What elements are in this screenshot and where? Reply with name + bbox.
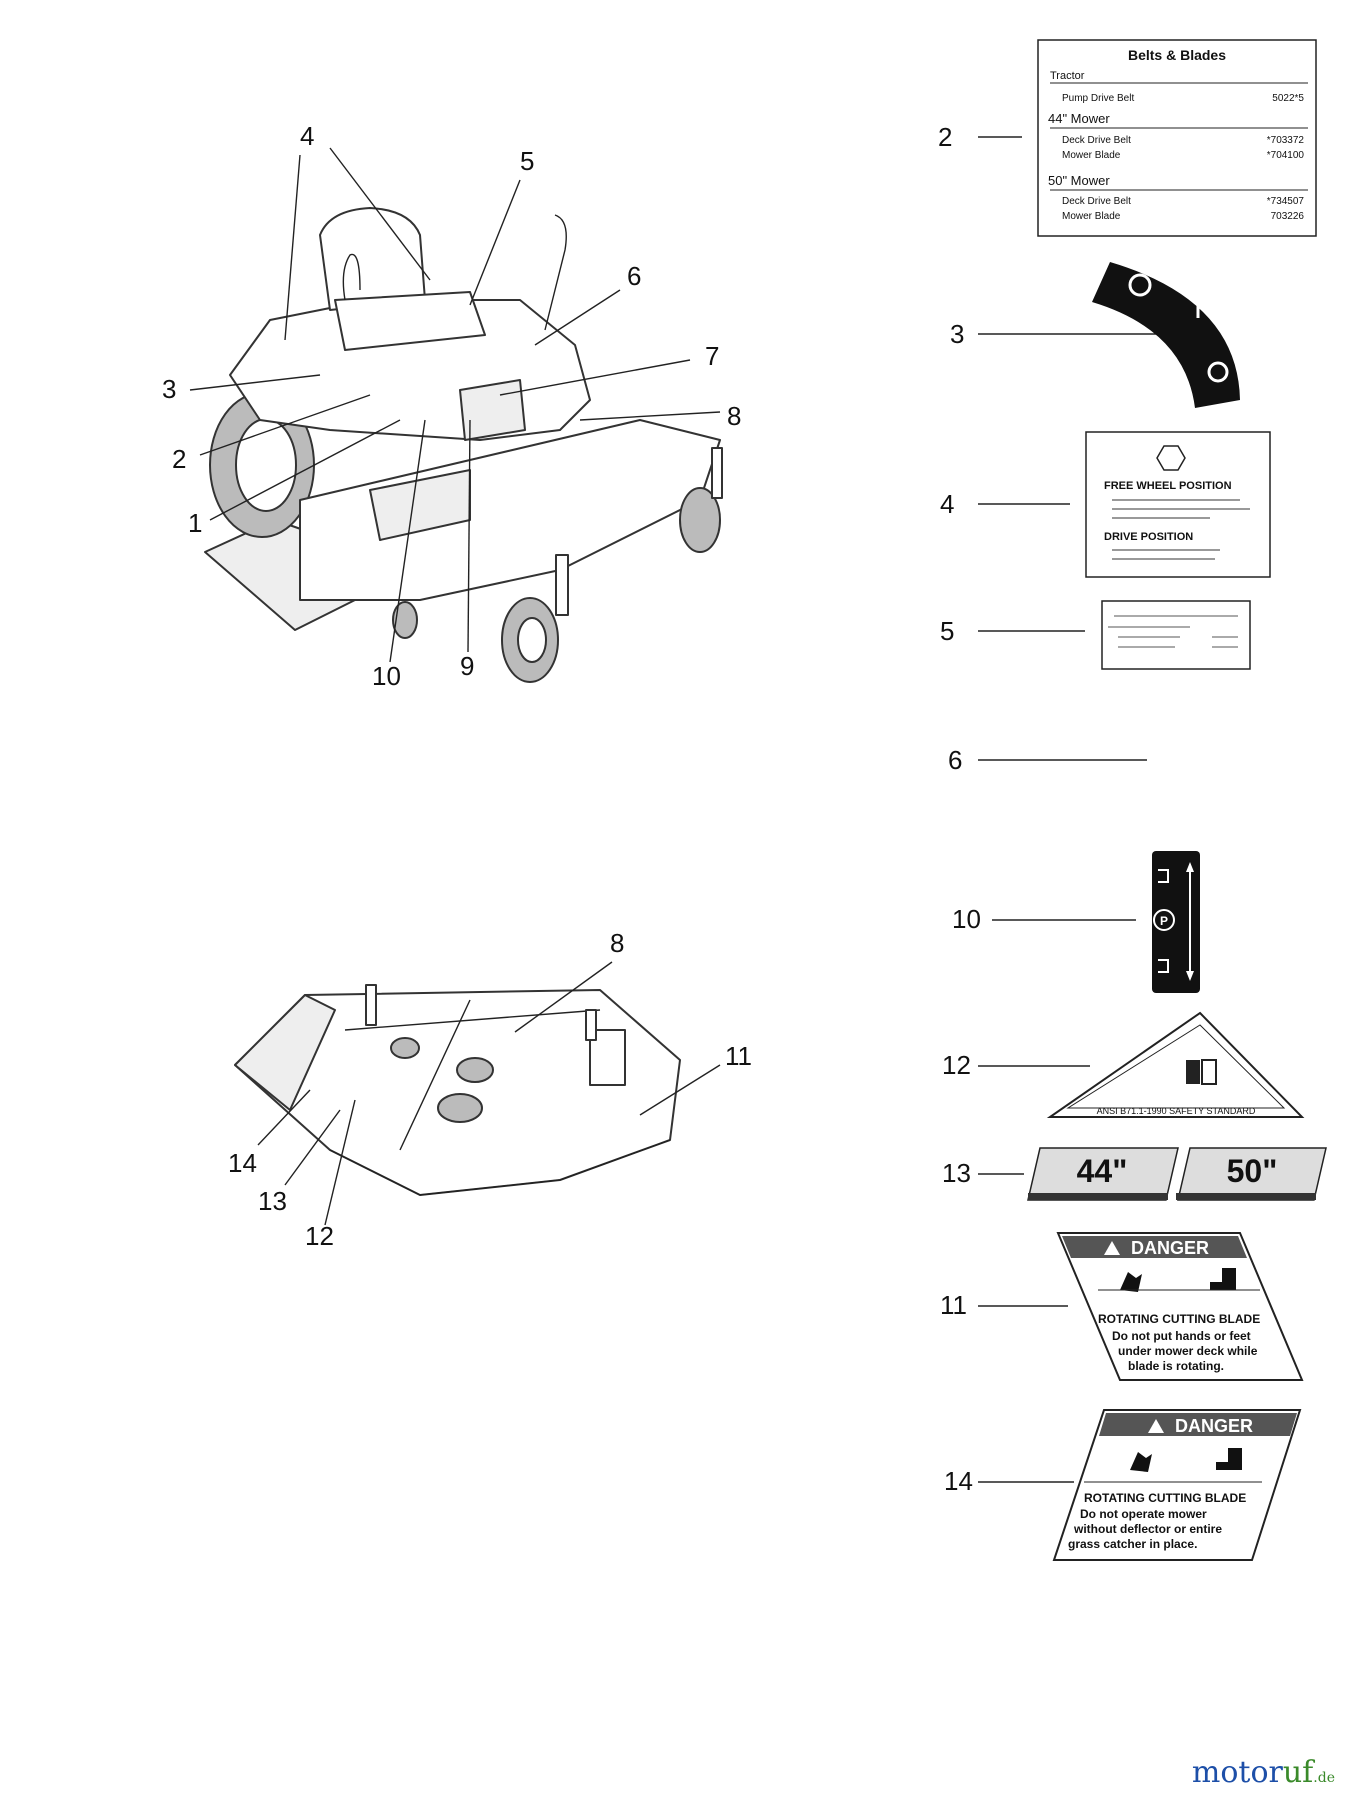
deck-belt-44-label: Deck Drive Belt bbox=[1062, 135, 1131, 146]
mower-callouts: 4 5 6 7 8 3 2 1 10 9 bbox=[162, 121, 741, 691]
mower50-label: 50" Mower bbox=[1048, 173, 1110, 188]
danger-11-label: DANGER bbox=[1131, 1238, 1209, 1258]
blade-50-part: 703226 bbox=[1271, 211, 1305, 222]
callout-6-top: 6 bbox=[627, 261, 641, 291]
hex-nut-icon bbox=[1156, 445, 1186, 471]
mower44-label: 44" Mower bbox=[1048, 111, 1110, 126]
free-wheel-heading: FREE WHEEL POSITION bbox=[1104, 480, 1232, 492]
decal-13-size: 13 44" 50" bbox=[942, 1147, 1327, 1201]
callout-2-top: 2 bbox=[172, 444, 186, 474]
decal-10-park: 10 P bbox=[952, 851, 1200, 993]
callout-1-top: 1 bbox=[188, 508, 202, 538]
callout-14-deck: 14 bbox=[228, 1148, 257, 1178]
hand-icon-2 bbox=[1130, 1452, 1152, 1472]
blade-50-label: Mower Blade bbox=[1062, 211, 1121, 222]
callout-3-top: 3 bbox=[162, 374, 176, 404]
size-50-text: 50" bbox=[1227, 1153, 1278, 1189]
deck-belt-50-part: *734507 bbox=[1267, 196, 1305, 207]
pump-belt-part: 5022*5 bbox=[1272, 93, 1304, 104]
hand-icon bbox=[1120, 1272, 1142, 1292]
callout-6-right: 6 bbox=[948, 745, 962, 775]
belts-title: Belts & Blades bbox=[1128, 47, 1226, 63]
svg-text:P: P bbox=[1160, 914, 1168, 928]
danger-11-heading: ROTATING CUTTING BLADE bbox=[1098, 1312, 1260, 1326]
blade-44-label: Mower Blade bbox=[1062, 150, 1121, 161]
cert-standard-text: ANSI B71.1-1990 SAFETY STANDARD bbox=[1097, 1106, 1256, 1116]
pump-belt-label: Pump Drive Belt bbox=[1062, 93, 1134, 104]
danger-14-line3: grass catcher in place. bbox=[1068, 1537, 1197, 1551]
callout-12-right: 12 bbox=[942, 1050, 971, 1080]
callout-5-right: 5 bbox=[940, 616, 954, 646]
callout-12-deck: 12 bbox=[305, 1221, 334, 1251]
callout-5-top: 5 bbox=[520, 146, 534, 176]
callout-8-top: 8 bbox=[727, 401, 741, 431]
danger-14-line2: without deflector or entire bbox=[1073, 1522, 1222, 1536]
tractor-label: Tractor bbox=[1050, 70, 1085, 82]
start-icon bbox=[1207, 361, 1229, 383]
warning-icon-2 bbox=[1148, 1419, 1164, 1433]
decal-3-ignition: 3 bbox=[950, 262, 1240, 408]
blade-44-part: *704100 bbox=[1267, 150, 1305, 161]
deck-callouts: 8 11 14 13 12 bbox=[228, 928, 752, 1251]
deck-belt-44-part: *703372 bbox=[1267, 135, 1305, 146]
callout-9-top: 9 bbox=[460, 651, 474, 681]
deck-belt-50-label: Deck Drive Belt bbox=[1062, 196, 1131, 207]
size-44-text: 44" bbox=[1077, 1153, 1128, 1189]
decal-4-free-wheel: 4 FREE WHEEL POSITION DRIVE POSITION bbox=[940, 431, 1271, 578]
drive-position-heading: DRIVE POSITION bbox=[1104, 531, 1193, 543]
callout-10-right: 10 bbox=[952, 904, 981, 934]
off-icon bbox=[1128, 273, 1152, 297]
callout-4-right: 4 bbox=[940, 489, 954, 519]
callout-10-top: 10 bbox=[372, 661, 401, 691]
callout-11-deck: 11 bbox=[725, 1041, 752, 1071]
danger-14-line1: Do not operate mower bbox=[1080, 1507, 1207, 1521]
callout-11-right: 11 bbox=[940, 1290, 967, 1320]
warning-icon bbox=[1104, 1241, 1120, 1255]
decal-6-blank: 6 bbox=[948, 745, 1147, 775]
foot-icon-2 bbox=[1216, 1448, 1242, 1470]
decal-14-danger: 14 DANGER ROTATING CUTTING BLADE Do not … bbox=[944, 1409, 1302, 1561]
callout-7-top: 7 bbox=[705, 341, 719, 371]
callout-4-top: 4 bbox=[300, 121, 314, 151]
danger-14-label: DANGER bbox=[1175, 1416, 1253, 1436]
foot-icon bbox=[1210, 1268, 1236, 1290]
deck-illustration bbox=[234, 984, 681, 1196]
decal-12-certification: 12 ANSI B71.1-1990 SAFETY STANDARD bbox=[942, 1011, 1305, 1118]
danger-14-heading: ROTATING CUTTING BLADE bbox=[1084, 1491, 1246, 1505]
danger-11-line1: Do not put hands or feet bbox=[1112, 1329, 1251, 1343]
callout-14-right: 14 bbox=[944, 1466, 973, 1496]
motoruf-logo: motoruf.de bbox=[1191, 1755, 1335, 1790]
callout-13-right: 13 bbox=[942, 1158, 971, 1188]
decal-2-belts-blades: 2 Belts & Blades Tractor Pump Drive Belt… bbox=[938, 39, 1317, 237]
callout-2-right: 2 bbox=[938, 122, 952, 152]
park-icon bbox=[1153, 909, 1175, 931]
callout-8-deck: 8 bbox=[610, 928, 624, 958]
decal-11-danger: 11 DANGER ROTATING CUTTING BLADE Do not … bbox=[940, 1232, 1304, 1381]
danger-11-line3: blade is rotating. bbox=[1128, 1359, 1224, 1373]
danger-11-line2: under mower deck while bbox=[1118, 1344, 1258, 1358]
callout-13-deck: 13 bbox=[258, 1186, 287, 1216]
mower-illustration bbox=[204, 207, 723, 683]
decal-5-label: 5 bbox=[940, 600, 1251, 670]
callout-3-right: 3 bbox=[950, 319, 964, 349]
